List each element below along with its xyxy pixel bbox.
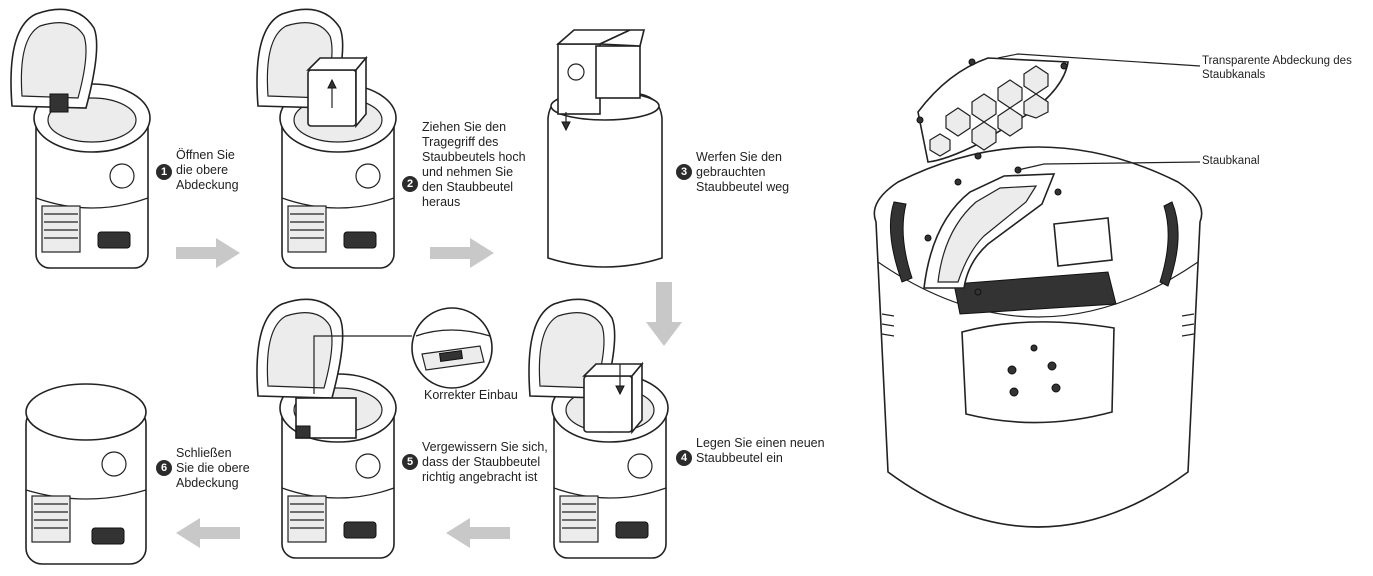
step-4-text: Legen Sie einen neuen Staubbeutel ein (696, 436, 825, 465)
station-bottom-view-illustration (873, 53, 1203, 528)
step-3: 3 Werfen Sie den gebrauchten Staubbeutel… (676, 150, 789, 195)
step-1: 1 Öffnen Sie die obere Abdeckung (156, 148, 239, 193)
step-2-badge: 2 (402, 176, 418, 192)
callout-transparent-cover: Transparente Abdeckung des Staubkanals (1202, 55, 1352, 81)
step-5-text: Vergewissern Sie sich, dass der Staubbeu… (422, 440, 548, 484)
arrow-right-icon (430, 238, 494, 268)
arrow-right-icon (176, 238, 240, 268)
step-1-text: Öffnen Sie die obere Abdeckung (176, 148, 239, 192)
step-2: 2 Ziehen Sie den Tragegriff des Staubbeu… (402, 120, 526, 210)
step-2-text: Ziehen Sie den Tragegriff des Staubbeute… (422, 120, 526, 209)
step-1-badge: 1 (156, 164, 172, 180)
station-open-lid-illustration (10, 8, 151, 269)
station-check-bag-illustration (256, 298, 397, 559)
correct-installation-label: Korrekter Einbau (424, 388, 518, 402)
callout-dust-channel: Staubkanal (1202, 155, 1260, 167)
step-3-text: Werfen Sie den gebrauchten Staubbeutel w… (696, 150, 790, 194)
step-6: 6 Schließen Sie die obere Abdeckung (156, 446, 250, 491)
step-3-badge: 3 (676, 164, 692, 180)
step-5: 5 Vergewissern Sie sich, dass der Staubb… (402, 440, 548, 485)
step-6-text: Schließen Sie die obere Abdeckung (176, 446, 250, 490)
station-remove-bag-illustration (256, 8, 397, 269)
step-4: 4 Legen Sie einen neuen Staubbeutel ein (676, 436, 825, 466)
arrow-down-icon (646, 282, 682, 346)
correct-installation-detail-illustration (313, 307, 493, 394)
arrow-left-icon (176, 518, 240, 548)
step-6-badge: 6 (156, 460, 172, 476)
station-closed-illustration (25, 383, 147, 565)
arrow-left-icon (446, 518, 510, 548)
trash-bin-illustration (547, 29, 663, 268)
step-5-badge: 5 (402, 454, 418, 470)
step-4-badge: 4 (676, 450, 692, 466)
station-insert-bag-illustration (528, 298, 669, 559)
